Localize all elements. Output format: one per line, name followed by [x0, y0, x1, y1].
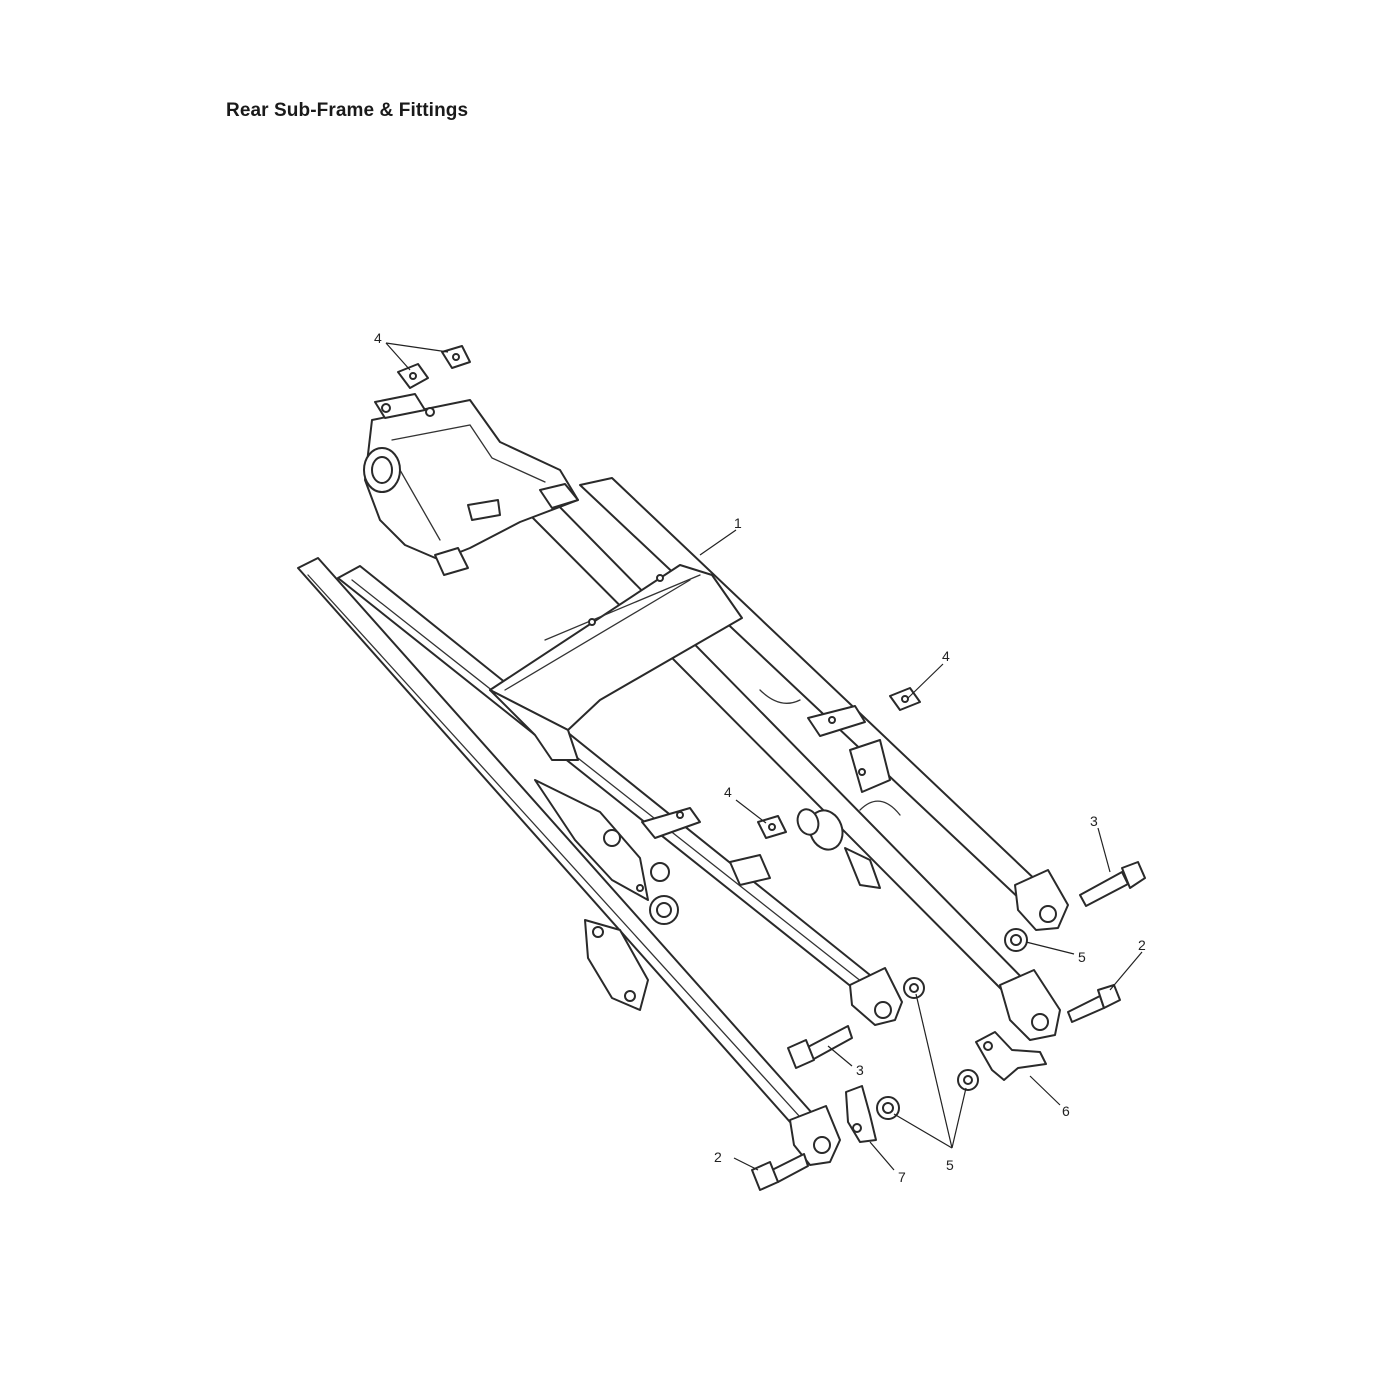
- bolt-2-right: [1067, 984, 1121, 1023]
- rear-subframe: [297, 393, 1069, 1166]
- callout-2-left: 2: [714, 1149, 722, 1165]
- callout-3-right: 3: [1090, 813, 1098, 829]
- callout-5-bottom: 5: [946, 1157, 954, 1173]
- bolt-3-left: [787, 1025, 853, 1069]
- bolt-2-left: [751, 1153, 809, 1191]
- callout-labels: 4 1 4 4 3 5 2 3 6 2 7 5: [374, 330, 1146, 1185]
- clip-nut-4-center: [757, 815, 787, 839]
- leader-lines: [385, 342, 1143, 1171]
- diagram-title: Rear Sub-Frame & Fittings: [226, 100, 469, 121]
- bracket-6: [975, 1031, 1047, 1081]
- clip-nut-4-top-right: [441, 345, 471, 369]
- callout-4-center: 4: [724, 784, 732, 800]
- callout-1: 1: [734, 515, 742, 531]
- callout-7: 7: [898, 1169, 906, 1185]
- flange-nut-5: [876, 928, 1028, 1120]
- callout-5-right: 5: [1078, 949, 1086, 965]
- callout-4-top: 4: [374, 330, 382, 346]
- bolt-3-right: [1079, 861, 1146, 907]
- bracket-7: [845, 1085, 877, 1143]
- callout-2-right: 2: [1138, 937, 1146, 953]
- callout-6: 6: [1062, 1103, 1070, 1119]
- callout-3-left: 3: [856, 1062, 864, 1078]
- callout-4-right: 4: [942, 648, 950, 664]
- clip-nut-4-top-left: [397, 363, 429, 389]
